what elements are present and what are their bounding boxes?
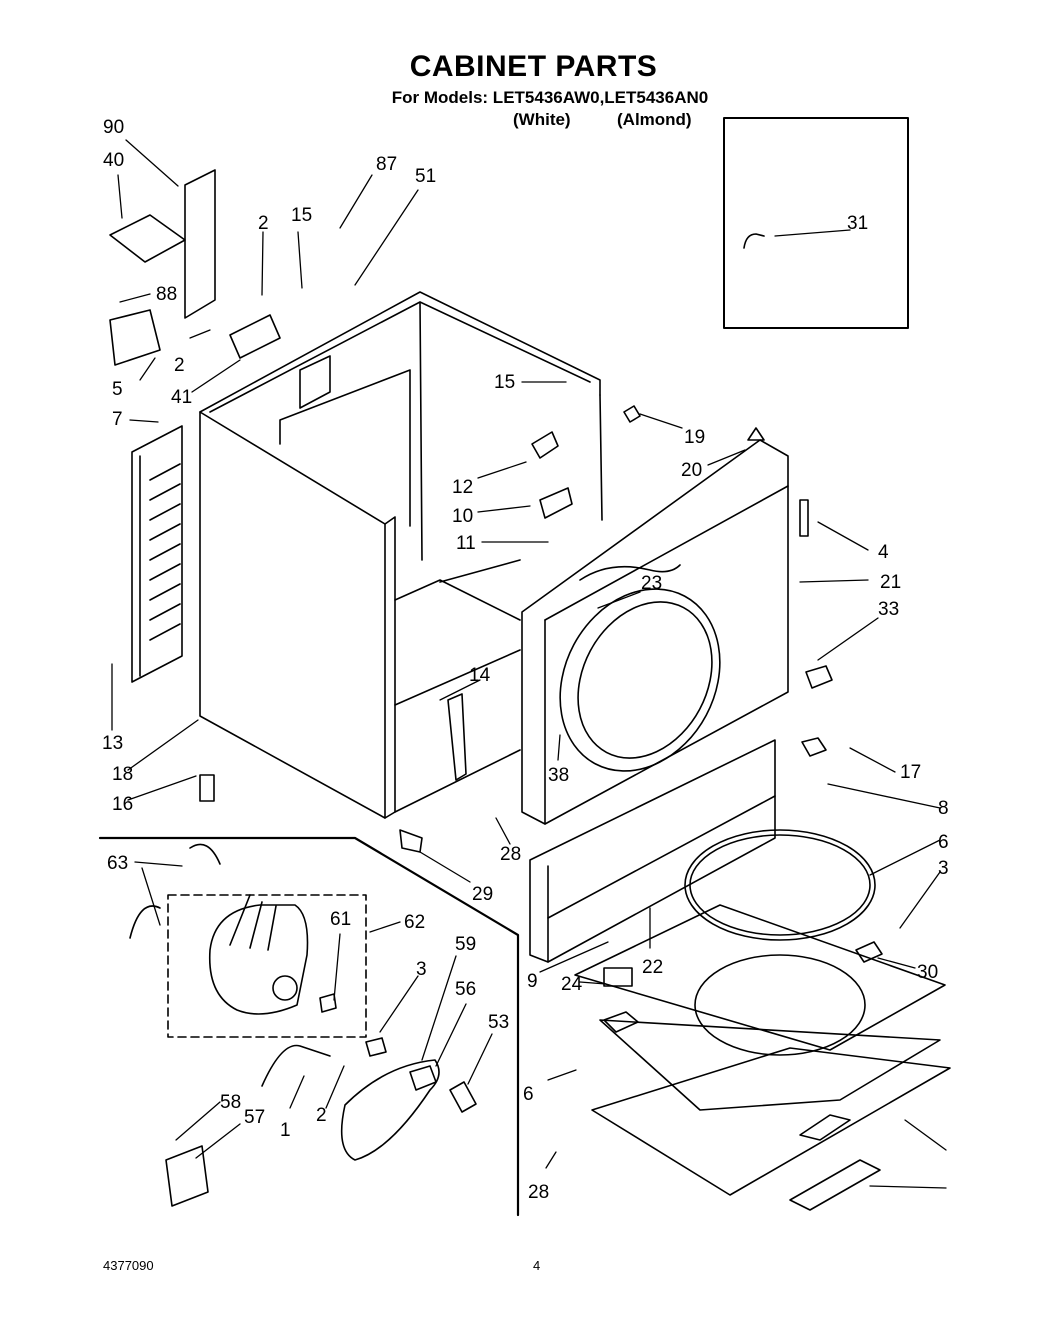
callout-label: 6 — [523, 1084, 534, 1105]
callout-label: 1 — [280, 1120, 291, 1141]
callout-label: 28 — [500, 844, 521, 865]
callout-label: 23 — [641, 573, 662, 594]
callout-label: 4 — [878, 542, 889, 563]
callout-label: 18 — [112, 764, 133, 785]
callout-label: 63 — [107, 853, 128, 874]
rear-panel — [131, 425, 183, 683]
callout-label: 15 — [291, 205, 312, 226]
cabinet-shell — [199, 291, 603, 819]
callout-label: 3 — [416, 959, 427, 980]
callout-label: 19 — [684, 427, 705, 448]
page-title: CABINET PARTS — [409, 50, 658, 83]
callout-label: 2 — [316, 1105, 327, 1126]
leader-lines — [111, 139, 947, 1189]
callout-label: 58 — [220, 1092, 241, 1113]
callout-label: 15 — [494, 372, 515, 393]
motor — [167, 894, 367, 1038]
callout-label: 2 — [174, 355, 185, 376]
top-panel-assembly — [574, 829, 951, 1211]
callout-label: 61 — [330, 909, 351, 930]
callout-label: 3 — [938, 858, 949, 879]
callout-label: 7 — [112, 409, 123, 430]
callout-label: 17 — [900, 762, 921, 783]
document-number: 4377090 — [103, 1258, 154, 1273]
callout-label: 13 — [102, 733, 123, 754]
callout-label: 33 — [878, 599, 899, 620]
models-subtitle: For Models: LET5436AW0,LET5436AN0 — [391, 88, 709, 107]
callout-label: 8 — [938, 798, 949, 819]
variant-white: (White) — [513, 110, 571, 129]
callout-label: 29 — [472, 884, 493, 905]
callout-label: 56 — [455, 979, 476, 1000]
motor-section-frame — [98, 836, 520, 1217]
toe-panel — [529, 739, 776, 963]
callout-label: 11 — [456, 533, 476, 554]
callout-label: 9 — [527, 971, 538, 992]
callout-label: 53 — [488, 1012, 509, 1033]
variant-almond: (Almond) — [617, 110, 692, 129]
callout-label: 28 — [528, 1182, 549, 1203]
small-hardware — [109, 169, 883, 1207]
callout-label: 20 — [681, 460, 702, 481]
callout-label: 21 — [880, 572, 901, 593]
callout-label: 24 — [561, 974, 583, 995]
callout-label: 30 — [917, 962, 938, 983]
callout-label: 6 — [938, 832, 949, 853]
callout-label: 14 — [469, 665, 491, 686]
callout-label: 51 — [415, 166, 436, 187]
callout-label: 16 — [112, 794, 133, 815]
callout-label: 38 — [548, 765, 569, 786]
callout-label: 41 — [171, 387, 192, 408]
inset-box — [723, 117, 909, 329]
callout-label: 88 — [156, 284, 177, 305]
page-number: 4 — [533, 1258, 541, 1273]
callout-label: 12 — [452, 477, 473, 498]
callout-label: 40 — [103, 150, 124, 171]
callout-label: 57 — [244, 1107, 265, 1128]
callout-label: 59 — [455, 934, 476, 955]
callout-label: 62 — [404, 912, 425, 933]
callout-label: 87 — [376, 154, 397, 175]
callout-label: 31 — [847, 213, 868, 234]
drive-belt — [340, 1059, 440, 1161]
callout-labels: 90 40 87 51 2 15 88 2 5 41 7 15 19 20 12… — [102, 117, 949, 1203]
callout-label: 2 — [258, 213, 269, 234]
callout-label: 5 — [112, 379, 123, 400]
callout-label: 10 — [452, 506, 473, 527]
callout-label: 22 — [642, 957, 663, 978]
part-31-wire — [743, 233, 765, 249]
callout-label: 90 — [103, 117, 124, 138]
